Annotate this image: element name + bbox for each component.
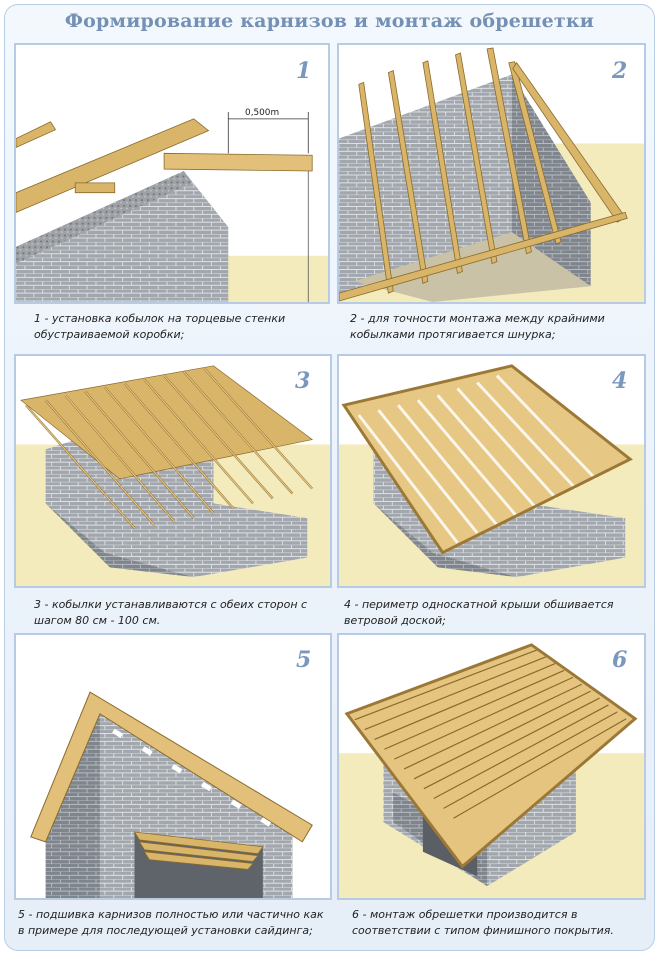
step-1-caption: 1 - установка кобылок на торцевые стенки… (34, 312, 286, 341)
dimension-label: 0,500m (245, 108, 279, 118)
step-4-number: 4 (612, 368, 628, 394)
page-title: Формирование карнизов и монтаж обрешетки (64, 10, 595, 32)
step-2-image (337, 43, 646, 304)
step-1-image: 0,500m (14, 43, 330, 304)
step-3-caption: 3 - кобылки устанавливаются с обеих стор… (34, 598, 308, 627)
step-1-number: 1 (296, 58, 312, 84)
step-3-image (14, 354, 332, 588)
step-5-image (14, 633, 332, 900)
step-5-number: 5 (296, 647, 312, 673)
step-6-number: 6 (612, 647, 628, 673)
step-6-caption: 6 - монтаж обрешетки производится в соот… (352, 908, 614, 937)
step-2-caption: 2 - для точности монтажа между крайними … (350, 312, 605, 341)
step-6-image (337, 633, 646, 900)
step-4-caption: 4 - периметр односкатной крыши обшиваетс… (344, 598, 614, 627)
step-5-caption: 5 - подшивка карнизов полностью или част… (18, 908, 324, 937)
step-4-image (337, 354, 646, 588)
step-3-number: 3 (295, 368, 311, 394)
step-2-number: 2 (612, 58, 628, 84)
